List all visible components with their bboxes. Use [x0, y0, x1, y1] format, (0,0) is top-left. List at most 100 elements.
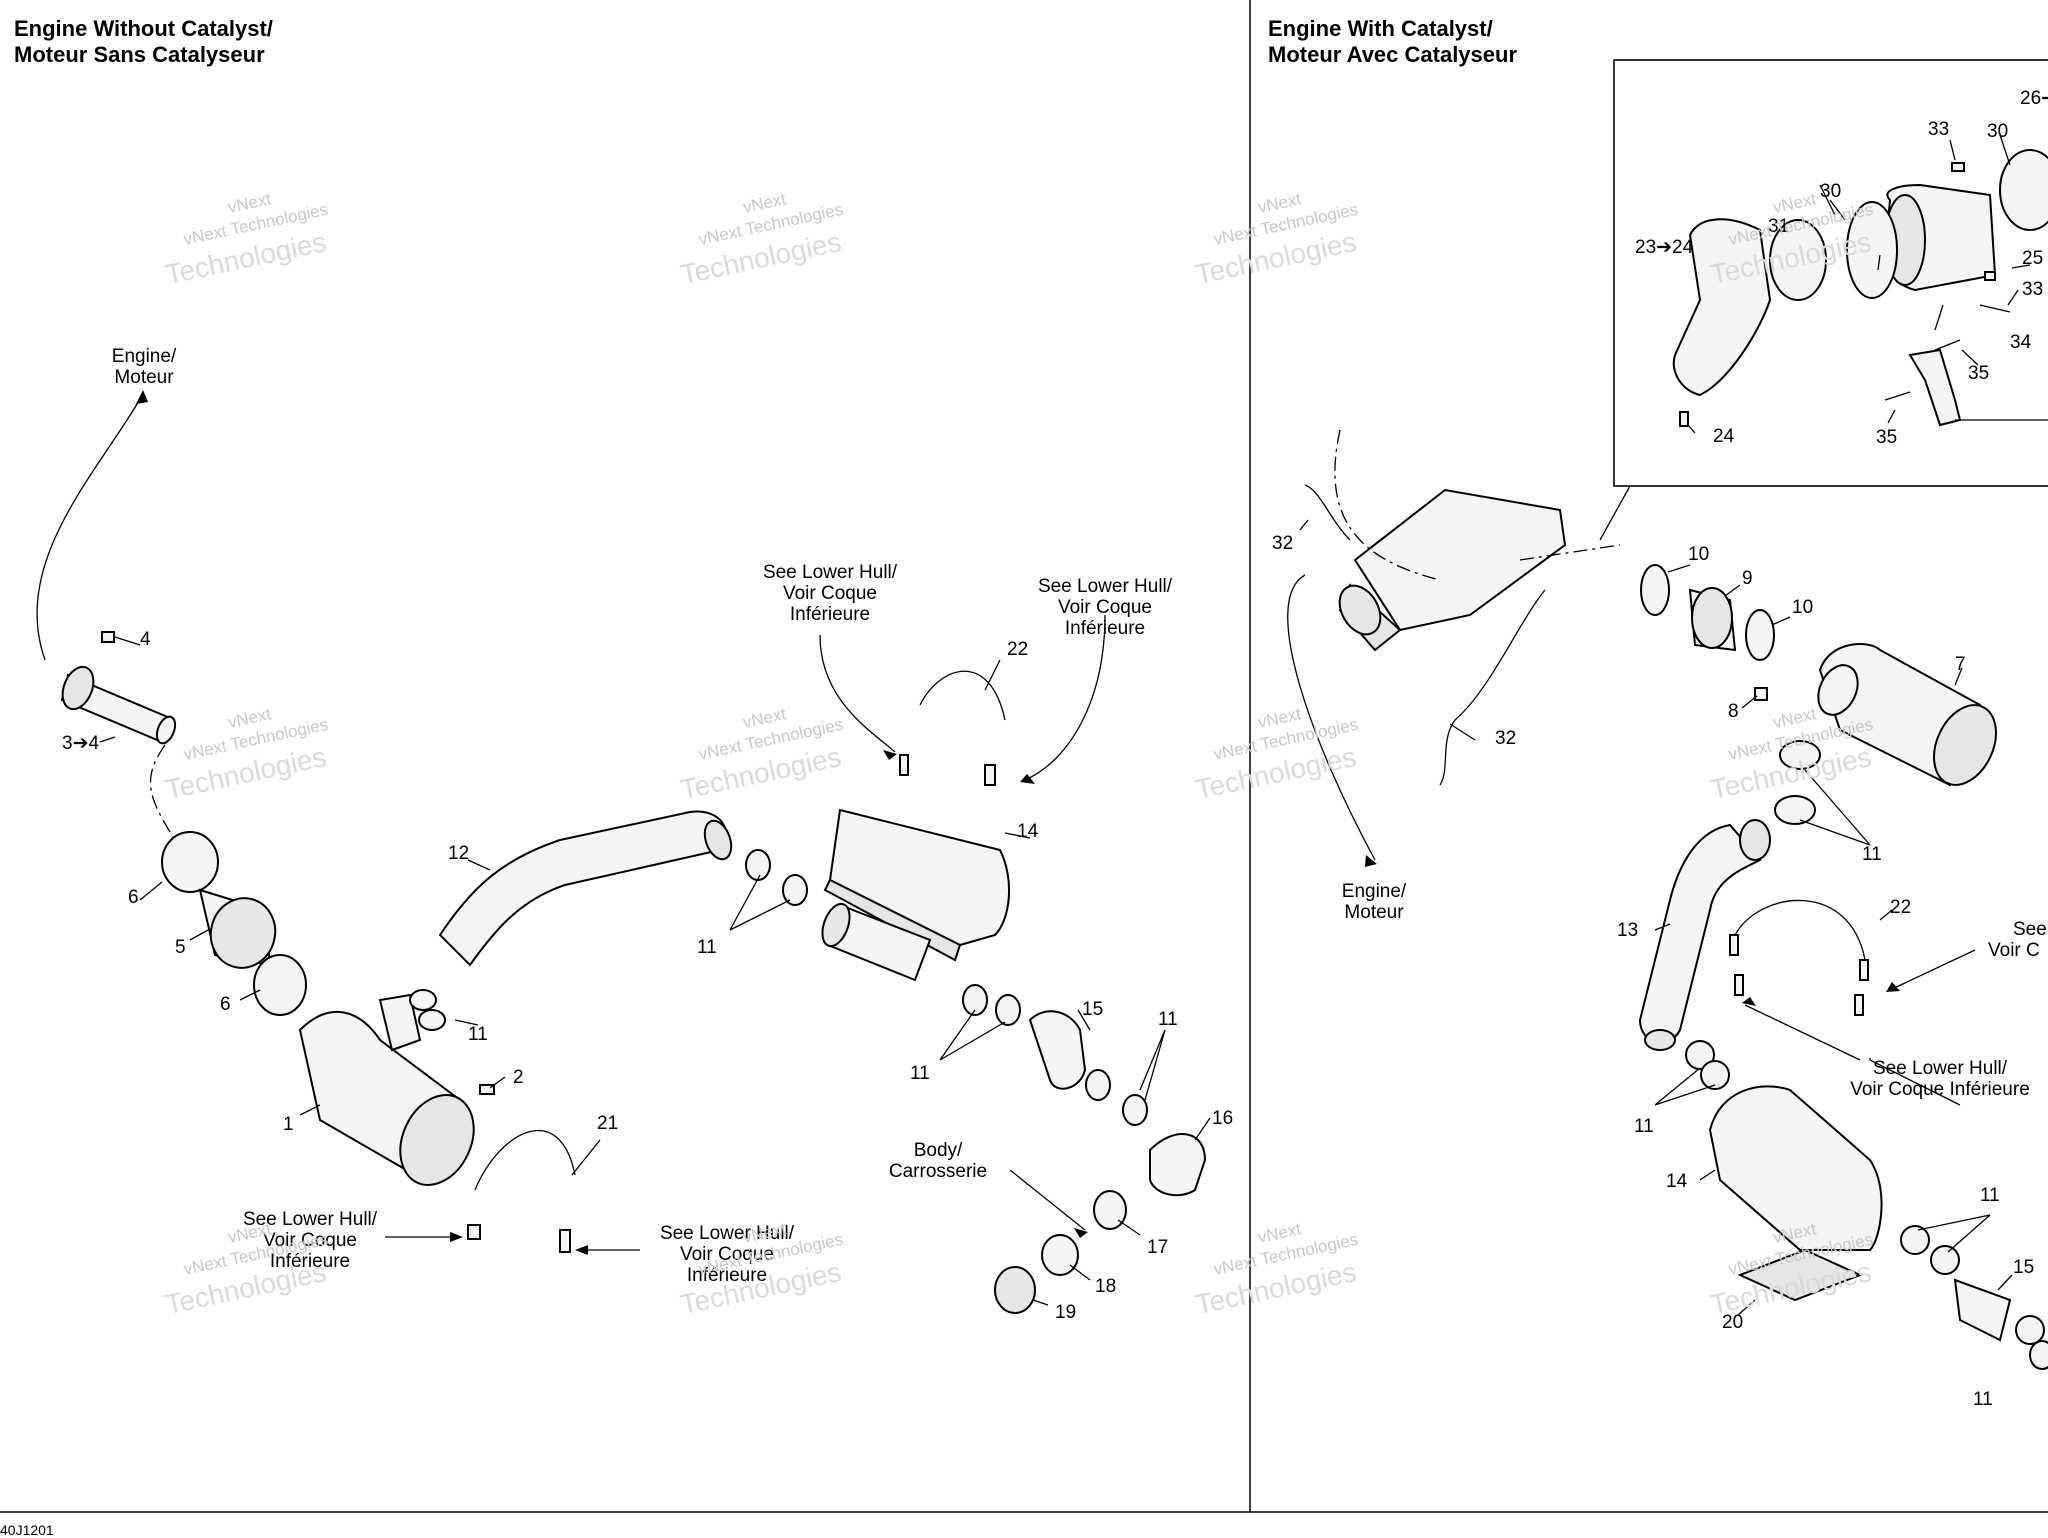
callout-inset-24: 24 [1713, 426, 1735, 447]
callout-right-22: 22 [1890, 897, 1911, 918]
part-clamp-10a [1640, 564, 1670, 616]
part-water-box-14-right [1708, 1085, 1883, 1251]
svg-text:See Lower Hull/: See Lower Hull/ [1873, 1058, 2008, 1079]
part-exhaust-manifold [1338, 488, 1567, 652]
note-see-lower-hull-c: See Lower Hull/ Voir Coque Inférieure [243, 1209, 378, 1272]
drawing-reference-code: 40J1201 [0, 1522, 54, 1538]
part-muffler-1 [298, 993, 475, 1186]
part-elbow-15 [1028, 1010, 1087, 1090]
part-outlet-tube [60, 665, 177, 745]
callout-right-11c: 11 [1980, 1185, 2000, 1206]
part-exhaust-pipe-13 [1638, 819, 1771, 1051]
svg-text:Voir Coque: Voir Coque [783, 583, 877, 604]
svg-text:Engine/: Engine/ [1342, 881, 1407, 902]
note-see-lower-hull-a: See Lower Hull/ Voir Coque Inférieure [763, 562, 898, 625]
callout-inset-25: 25 [2022, 248, 2043, 269]
svg-text:Moteur: Moteur [114, 367, 174, 388]
part-strap-21 [474, 1129, 576, 1191]
callout-left-11c: 11 [910, 1063, 930, 1084]
part-pad-20 [1737, 1248, 1863, 1302]
svg-text:See Lower Hull/: See Lower Hull/ [1038, 576, 1173, 597]
note-engine-moteur-right: Engine/ Moteur [1342, 881, 1407, 923]
part-fitting-4 [101, 631, 115, 643]
part-bracket [1908, 348, 1962, 427]
callout-left-2: 2 [513, 1067, 524, 1088]
callout-inset-26: 26➔ [2020, 88, 2048, 109]
svg-text:Engine/: Engine/ [112, 346, 177, 367]
callout-right-11b: 11 [1634, 1116, 1654, 1137]
part-sleeve-9 [1688, 587, 1737, 652]
note-see-partial: See Voir C [1988, 919, 2047, 961]
svg-text:Inférieure: Inférieure [1065, 618, 1145, 639]
callout-right-10b: 10 [1792, 597, 1813, 618]
svg-text:Inférieure: Inférieure [790, 604, 870, 625]
callout-left-1: 1 [283, 1114, 294, 1135]
part-clamp-6b [253, 954, 307, 1016]
callout-right-8: 8 [1728, 701, 1739, 722]
part-clamp-6a [161, 831, 219, 893]
callout-inset-34: 34 [2010, 332, 2032, 353]
right-section-title: Engine With Catalyst/ Moteur Avec Cataly… [1268, 16, 1518, 67]
svg-text:See Lower Hull/: See Lower Hull/ [660, 1223, 795, 1244]
svg-text:Inférieure: Inférieure [270, 1251, 350, 1272]
part-fitting-8 [1754, 687, 1768, 701]
callout-left-11b: 11 [697, 937, 717, 958]
callout-left-22: 22 [1007, 639, 1028, 660]
part-sensor-2 [479, 1084, 495, 1095]
callout-left-3: 3➔4 [62, 733, 99, 754]
callout-left-6b: 6 [220, 994, 231, 1015]
part-muffler-7 [1817, 643, 1997, 787]
part-sleeve-5 [198, 888, 277, 969]
callout-left-4: 4 [140, 629, 151, 650]
svg-text:Inférieure: Inférieure [687, 1265, 767, 1286]
callout-inset-23: 23➔24 [1635, 237, 1694, 258]
callout-left-21: 21 [597, 1113, 618, 1134]
part-catalyst-housing [1883, 183, 1997, 292]
part-sensor-cable-32a [1304, 484, 1351, 541]
svg-text:Body/: Body/ [914, 1140, 963, 1161]
part-sensor-cable-32b [1439, 589, 1546, 786]
catalyst-detail-inset [1613, 59, 2048, 487]
note-see-lower-hull-d: See Lower Hull/ Voir Coque Inférieure [660, 1223, 795, 1286]
svg-text:Moteur: Moteur [1344, 902, 1404, 923]
part-nut-19 [994, 1266, 1036, 1314]
callout-left-11d: 11 [1158, 1009, 1178, 1030]
note-see-lower-hull-b: See Lower Hull/ Voir Coque Inférieure [1038, 576, 1173, 639]
part-exhaust-pipe-12 [438, 810, 733, 967]
callout-inset-30b: 30 [1820, 181, 1841, 202]
callout-right-32b: 32 [1495, 728, 1516, 749]
callout-left-5: 5 [175, 937, 186, 958]
callout-left-18: 18 [1095, 1276, 1116, 1297]
svg-text:See Lower Hull/: See Lower Hull/ [763, 562, 898, 583]
callout-right-20: 20 [1722, 1312, 1743, 1333]
callout-left-14: 14 [1017, 821, 1039, 842]
note-engine-moteur-left: Engine/ Moteur [112, 346, 177, 388]
part-outlet-16 [1149, 1133, 1207, 1197]
left-section-title: Engine Without Catalyst/ Moteur Sans Cat… [14, 16, 273, 67]
callout-left-17: 17 [1147, 1237, 1168, 1258]
callout-inset-33a: 33 [1928, 119, 1949, 140]
svg-text:See: See [2013, 919, 2047, 940]
note-see-lower-hull-e: See Lower Hull/ Voir Coque Inférieure [1850, 1058, 2030, 1100]
callout-inset-31: 31 [1768, 216, 1789, 237]
callout-inset-30a: 30 [1987, 121, 2008, 142]
callout-right-13: 13 [1617, 920, 1638, 941]
callout-right-7: 7 [1955, 654, 1966, 675]
callout-left-11a: 11 [468, 1024, 488, 1045]
svg-text:Voir Coque: Voir Coque [680, 1244, 774, 1265]
callout-inset-35b: 35 [1876, 427, 1897, 448]
part-strap-22 [919, 670, 1006, 721]
svg-text:Voir Coque Inférieure: Voir Coque Inférieure [1850, 1079, 2030, 1100]
svg-text:Carrosserie: Carrosserie [889, 1161, 987, 1182]
callout-left-12: 12 [448, 843, 469, 864]
callout-right-11a: 11 [1862, 844, 1882, 865]
svg-text:See Lower Hull/: See Lower Hull/ [243, 1209, 378, 1230]
callout-right-10a: 10 [1688, 544, 1709, 565]
svg-text:Voir C: Voir C [1988, 940, 2040, 961]
callout-right-32a: 32 [1272, 533, 1293, 554]
callout-left-19: 19 [1055, 1302, 1076, 1323]
part-catalyst-elbow [1672, 218, 1772, 397]
callout-inset-33b: 33 [2022, 279, 2043, 300]
